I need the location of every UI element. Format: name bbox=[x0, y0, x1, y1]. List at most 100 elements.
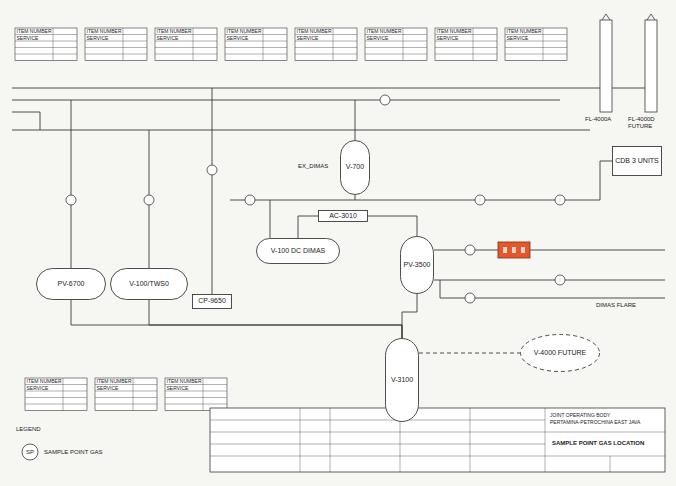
data-table bbox=[85, 28, 147, 61]
title-rule bbox=[330, 408, 331, 472]
title-rule bbox=[545, 408, 546, 472]
table-frame bbox=[165, 378, 227, 411]
table-rule bbox=[505, 54, 567, 55]
table-rule bbox=[15, 47, 77, 48]
equipment-tag: AC-3010 bbox=[329, 212, 357, 220]
company-name: PERTAMINA-PETROCHINA EAST JAVA bbox=[550, 419, 640, 425]
table-frame bbox=[225, 28, 287, 61]
table-rule bbox=[63, 378, 64, 411]
data-table bbox=[225, 28, 287, 61]
pipe-line bbox=[530, 250, 665, 251]
table-cell: ITEM NUMBER bbox=[297, 28, 332, 34]
equipment-box: CDB 3 UNITS bbox=[612, 146, 662, 176]
instrument-bubbles bbox=[66, 95, 565, 303]
title-rule bbox=[545, 456, 665, 457]
process-lines bbox=[12, 88, 665, 353]
pipe-line bbox=[71, 100, 72, 268]
table-cell: SERVICE bbox=[297, 35, 319, 41]
table-cell: ITEM NUMBER bbox=[367, 28, 402, 34]
sample-point-symbol bbox=[245, 195, 255, 205]
table-rule bbox=[225, 54, 287, 55]
equipment-tag: CDB 3 UNITS bbox=[615, 157, 659, 165]
process-pipe bbox=[368, 216, 417, 236]
line-destination: DIMAS FLARE bbox=[596, 302, 636, 309]
equipment-block bbox=[498, 242, 530, 258]
flare-body bbox=[645, 20, 657, 112]
vessel-shape bbox=[521, 335, 600, 372]
title-rule bbox=[210, 456, 470, 457]
horizontal-vessel: PV-6700 bbox=[36, 268, 106, 300]
pipe-line bbox=[434, 280, 665, 281]
table-cell: ITEM NUMBER bbox=[227, 28, 262, 34]
table-rule bbox=[123, 28, 124, 61]
sample-point-symbol bbox=[475, 195, 485, 205]
table-rule bbox=[403, 28, 404, 61]
table-rule bbox=[365, 54, 427, 55]
table-cell: ITEM NUMBER bbox=[17, 28, 52, 34]
company-name: JOINT OPERATING BODY bbox=[550, 412, 610, 418]
table-rule bbox=[225, 47, 287, 48]
table-rule bbox=[155, 47, 217, 48]
data-table bbox=[155, 28, 217, 61]
equipment-tag: FL-4000A bbox=[585, 116, 611, 123]
process-pipe bbox=[402, 294, 417, 338]
data-table bbox=[165, 378, 227, 411]
equipment-detail bbox=[512, 247, 516, 253]
table-rule bbox=[333, 28, 334, 61]
data-table bbox=[505, 28, 567, 61]
table-cell: SERVICE bbox=[87, 35, 109, 41]
sample-point-symbol bbox=[66, 195, 76, 205]
equipment-tag: V-100/TWS0 bbox=[129, 280, 169, 288]
vessel-shape bbox=[613, 147, 662, 176]
process-pipe bbox=[71, 300, 402, 338]
table-frame bbox=[435, 28, 497, 61]
table-rule bbox=[95, 404, 157, 405]
flare-stack bbox=[645, 14, 657, 112]
equipment-tag: V-3100 bbox=[391, 376, 413, 384]
vessel-shape bbox=[401, 237, 434, 294]
vertical-vessel: V-700 bbox=[340, 140, 370, 195]
table-rule bbox=[155, 54, 217, 55]
pipe-line bbox=[12, 100, 560, 101]
data-table bbox=[95, 378, 157, 411]
table-cell: SERVICE bbox=[437, 35, 459, 41]
table-cell: SERVICE bbox=[157, 35, 179, 41]
table-cell: ITEM NUMBER bbox=[507, 28, 542, 34]
table-rule bbox=[203, 378, 204, 411]
sample-point-symbol bbox=[555, 275, 565, 285]
table-cell: ITEM NUMBER bbox=[167, 378, 202, 384]
table-rule bbox=[25, 404, 87, 405]
pipe-line bbox=[355, 100, 356, 140]
table-rule bbox=[133, 378, 134, 411]
table-rule bbox=[435, 54, 497, 55]
title-rule bbox=[470, 432, 545, 433]
vessel-shape bbox=[257, 239, 340, 264]
table-rule bbox=[25, 397, 87, 398]
vessel-shape bbox=[341, 141, 370, 195]
sample-point-symbol bbox=[144, 195, 154, 205]
equipment-tag: V-4000 FUTURE bbox=[534, 349, 587, 357]
pipe-line bbox=[355, 195, 356, 200]
equipment-box: CP-9650 bbox=[192, 294, 232, 309]
future-line bbox=[419, 353, 520, 354]
equipment-tag: EX_DIMAS bbox=[298, 163, 328, 170]
table-frame bbox=[365, 28, 427, 61]
table-cell: ITEM NUMBER bbox=[157, 28, 192, 34]
table-rule bbox=[505, 47, 567, 48]
title-rule bbox=[300, 408, 301, 472]
legend-text: SAMPLE POINT GAS bbox=[44, 449, 103, 455]
table-frame bbox=[155, 28, 217, 61]
pipe-line bbox=[230, 161, 612, 200]
sample-point-symbol bbox=[380, 95, 390, 105]
data-table bbox=[435, 28, 497, 61]
pipe-line bbox=[12, 88, 651, 112]
table-rule bbox=[193, 28, 194, 61]
table-frame bbox=[505, 28, 567, 61]
table-cell: SERVICE bbox=[97, 385, 119, 391]
table-frame bbox=[295, 28, 357, 61]
table-frame bbox=[95, 378, 157, 411]
title-rule bbox=[470, 408, 471, 472]
flare-stack bbox=[600, 14, 612, 112]
highlighted-equipment bbox=[498, 242, 530, 258]
